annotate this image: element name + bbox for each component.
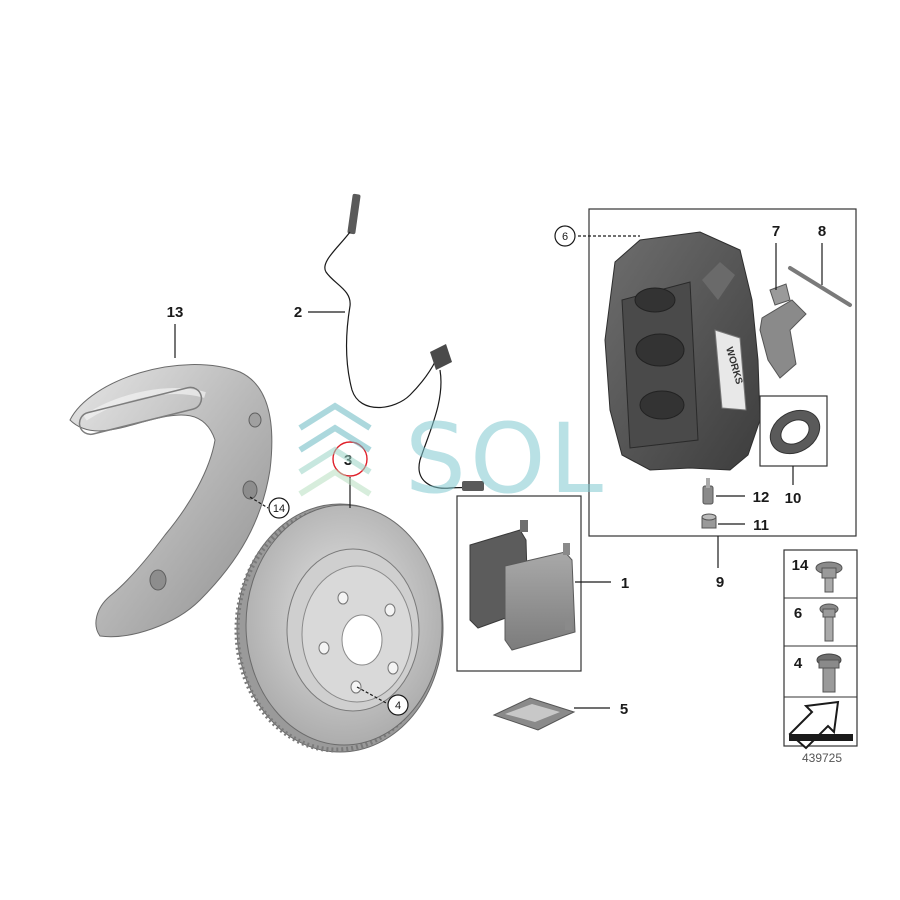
legend-4: 4 (794, 655, 803, 672)
callout-14-text: 14 (273, 503, 285, 515)
callout-14 (268, 497, 290, 519)
callout-4 (387, 694, 409, 716)
grease-packet (492, 697, 576, 731)
callout-4-text: 4 (395, 700, 401, 712)
seal-ring (769, 409, 821, 455)
leader-4 (356, 686, 389, 705)
bleed-screw (702, 478, 714, 505)
pads-box (456, 495, 582, 672)
callout-6-text: 6 (562, 231, 568, 243)
retaining-pin (788, 266, 852, 307)
label-13: 13 (167, 304, 184, 321)
label-5: 5 (620, 701, 628, 718)
dust-cap (701, 513, 717, 529)
brake-pads (469, 520, 576, 651)
bolt-14-icon (815, 561, 843, 593)
label-7: 7 (772, 223, 780, 240)
bolt-4-icon (816, 653, 842, 693)
diagram-number: 439725 (802, 751, 842, 765)
brake-shield (69, 364, 273, 638)
pad-spring-clip (759, 283, 807, 379)
watermark-logo (298, 402, 372, 497)
label-1: 1 (621, 575, 629, 592)
legend-14: 14 (792, 557, 809, 574)
brake-disc (234, 503, 444, 753)
label-9: 9 (716, 574, 724, 591)
direction-arrow-icon (788, 700, 853, 750)
label-2: 2 (294, 304, 302, 321)
highlight-ring (332, 441, 368, 477)
label-12: 12 (753, 489, 770, 506)
leader-14 (249, 496, 269, 509)
watermark-text: SOL (405, 403, 607, 515)
label-8: 8 (818, 223, 826, 240)
label-10: 10 (785, 490, 802, 507)
legend-6: 6 (794, 605, 802, 622)
callout-6 (554, 225, 576, 247)
label-11: 11 (753, 517, 769, 534)
brake-wear-sensor (324, 193, 484, 491)
brake-caliper: WORKS (604, 231, 761, 471)
bolt-6-icon (819, 603, 839, 642)
fastener-legend: 14 6 4 (783, 549, 858, 750)
caliper-box (588, 208, 857, 537)
